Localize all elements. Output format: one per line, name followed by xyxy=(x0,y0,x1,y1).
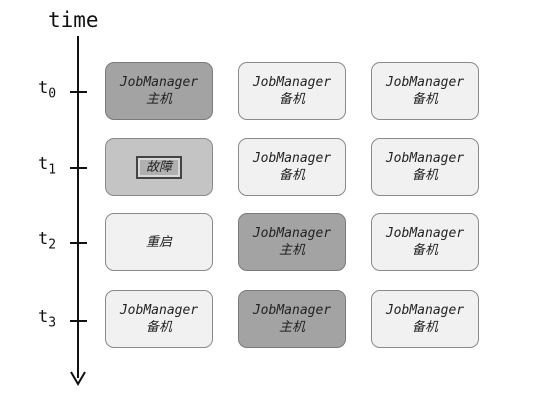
jobmanager-node-standby: JobManager 备机 xyxy=(371,213,479,271)
node-name: 重启 xyxy=(145,234,172,250)
node-name: JobManager xyxy=(252,151,332,166)
node-role: 备机 xyxy=(411,243,438,258)
jobmanager-node-standby: JobManager 备机 xyxy=(371,138,479,196)
node-role: 备机 xyxy=(411,168,438,183)
time-tick-label: t1 xyxy=(38,154,68,177)
node-role: 主机 xyxy=(278,320,305,335)
time-tick-index: 1 xyxy=(48,162,57,178)
time-tick-index: 2 xyxy=(48,237,57,253)
node-name: JobManager xyxy=(252,303,332,318)
node-name: JobManager xyxy=(385,75,465,90)
time-tick-label: t0 xyxy=(38,78,68,101)
node-role: 备机 xyxy=(411,320,438,335)
time-tick-label: t2 xyxy=(38,229,68,252)
node-role: 主机 xyxy=(278,243,305,258)
jobmanager-node-failed: 故障 xyxy=(105,138,213,196)
node-name: JobManager xyxy=(119,75,199,90)
jobmanager-node-standby: JobManager 备机 xyxy=(371,290,479,348)
time-tick-index: 3 xyxy=(48,315,57,331)
jobmanager-node-standby: JobManager 备机 xyxy=(105,290,213,348)
jobmanager-node-restart: 重启 xyxy=(105,213,213,271)
node-name: JobManager xyxy=(119,303,199,318)
node-name: JobManager xyxy=(252,226,332,241)
jobmanager-node-standby: JobManager 备机 xyxy=(371,62,479,120)
time-axis-arrow-icon xyxy=(70,371,86,386)
jobmanager-node-standby: JobManager 备机 xyxy=(238,138,346,196)
time-tick-index: 0 xyxy=(48,86,57,102)
node-name: JobManager xyxy=(252,75,332,90)
axis-title: time xyxy=(48,8,99,32)
node-role: 备机 xyxy=(411,92,438,107)
node-role: 备机 xyxy=(145,320,172,335)
node-role: 主机 xyxy=(145,92,172,107)
node-role: 备机 xyxy=(278,92,305,107)
node-name: JobManager xyxy=(385,151,465,166)
node-role: 备机 xyxy=(278,168,305,183)
jobmanager-node-primary: JobManager 主机 xyxy=(238,213,346,271)
jobmanager-node-standby: JobManager 备机 xyxy=(238,62,346,120)
fault-tag: 故障 xyxy=(135,155,182,179)
jobmanager-node-primary: JobManager 主机 xyxy=(238,290,346,348)
time-tick-letter: t xyxy=(38,307,49,327)
time-tick-letter: t xyxy=(38,154,49,174)
jobmanager-node-primary: JobManager 主机 xyxy=(105,62,213,120)
time-tick-letter: t xyxy=(38,78,49,98)
time-tick-letter: t xyxy=(38,229,49,249)
node-name: JobManager xyxy=(385,226,465,241)
time-tick-label: t3 xyxy=(38,307,68,330)
node-name: JobManager xyxy=(385,303,465,318)
